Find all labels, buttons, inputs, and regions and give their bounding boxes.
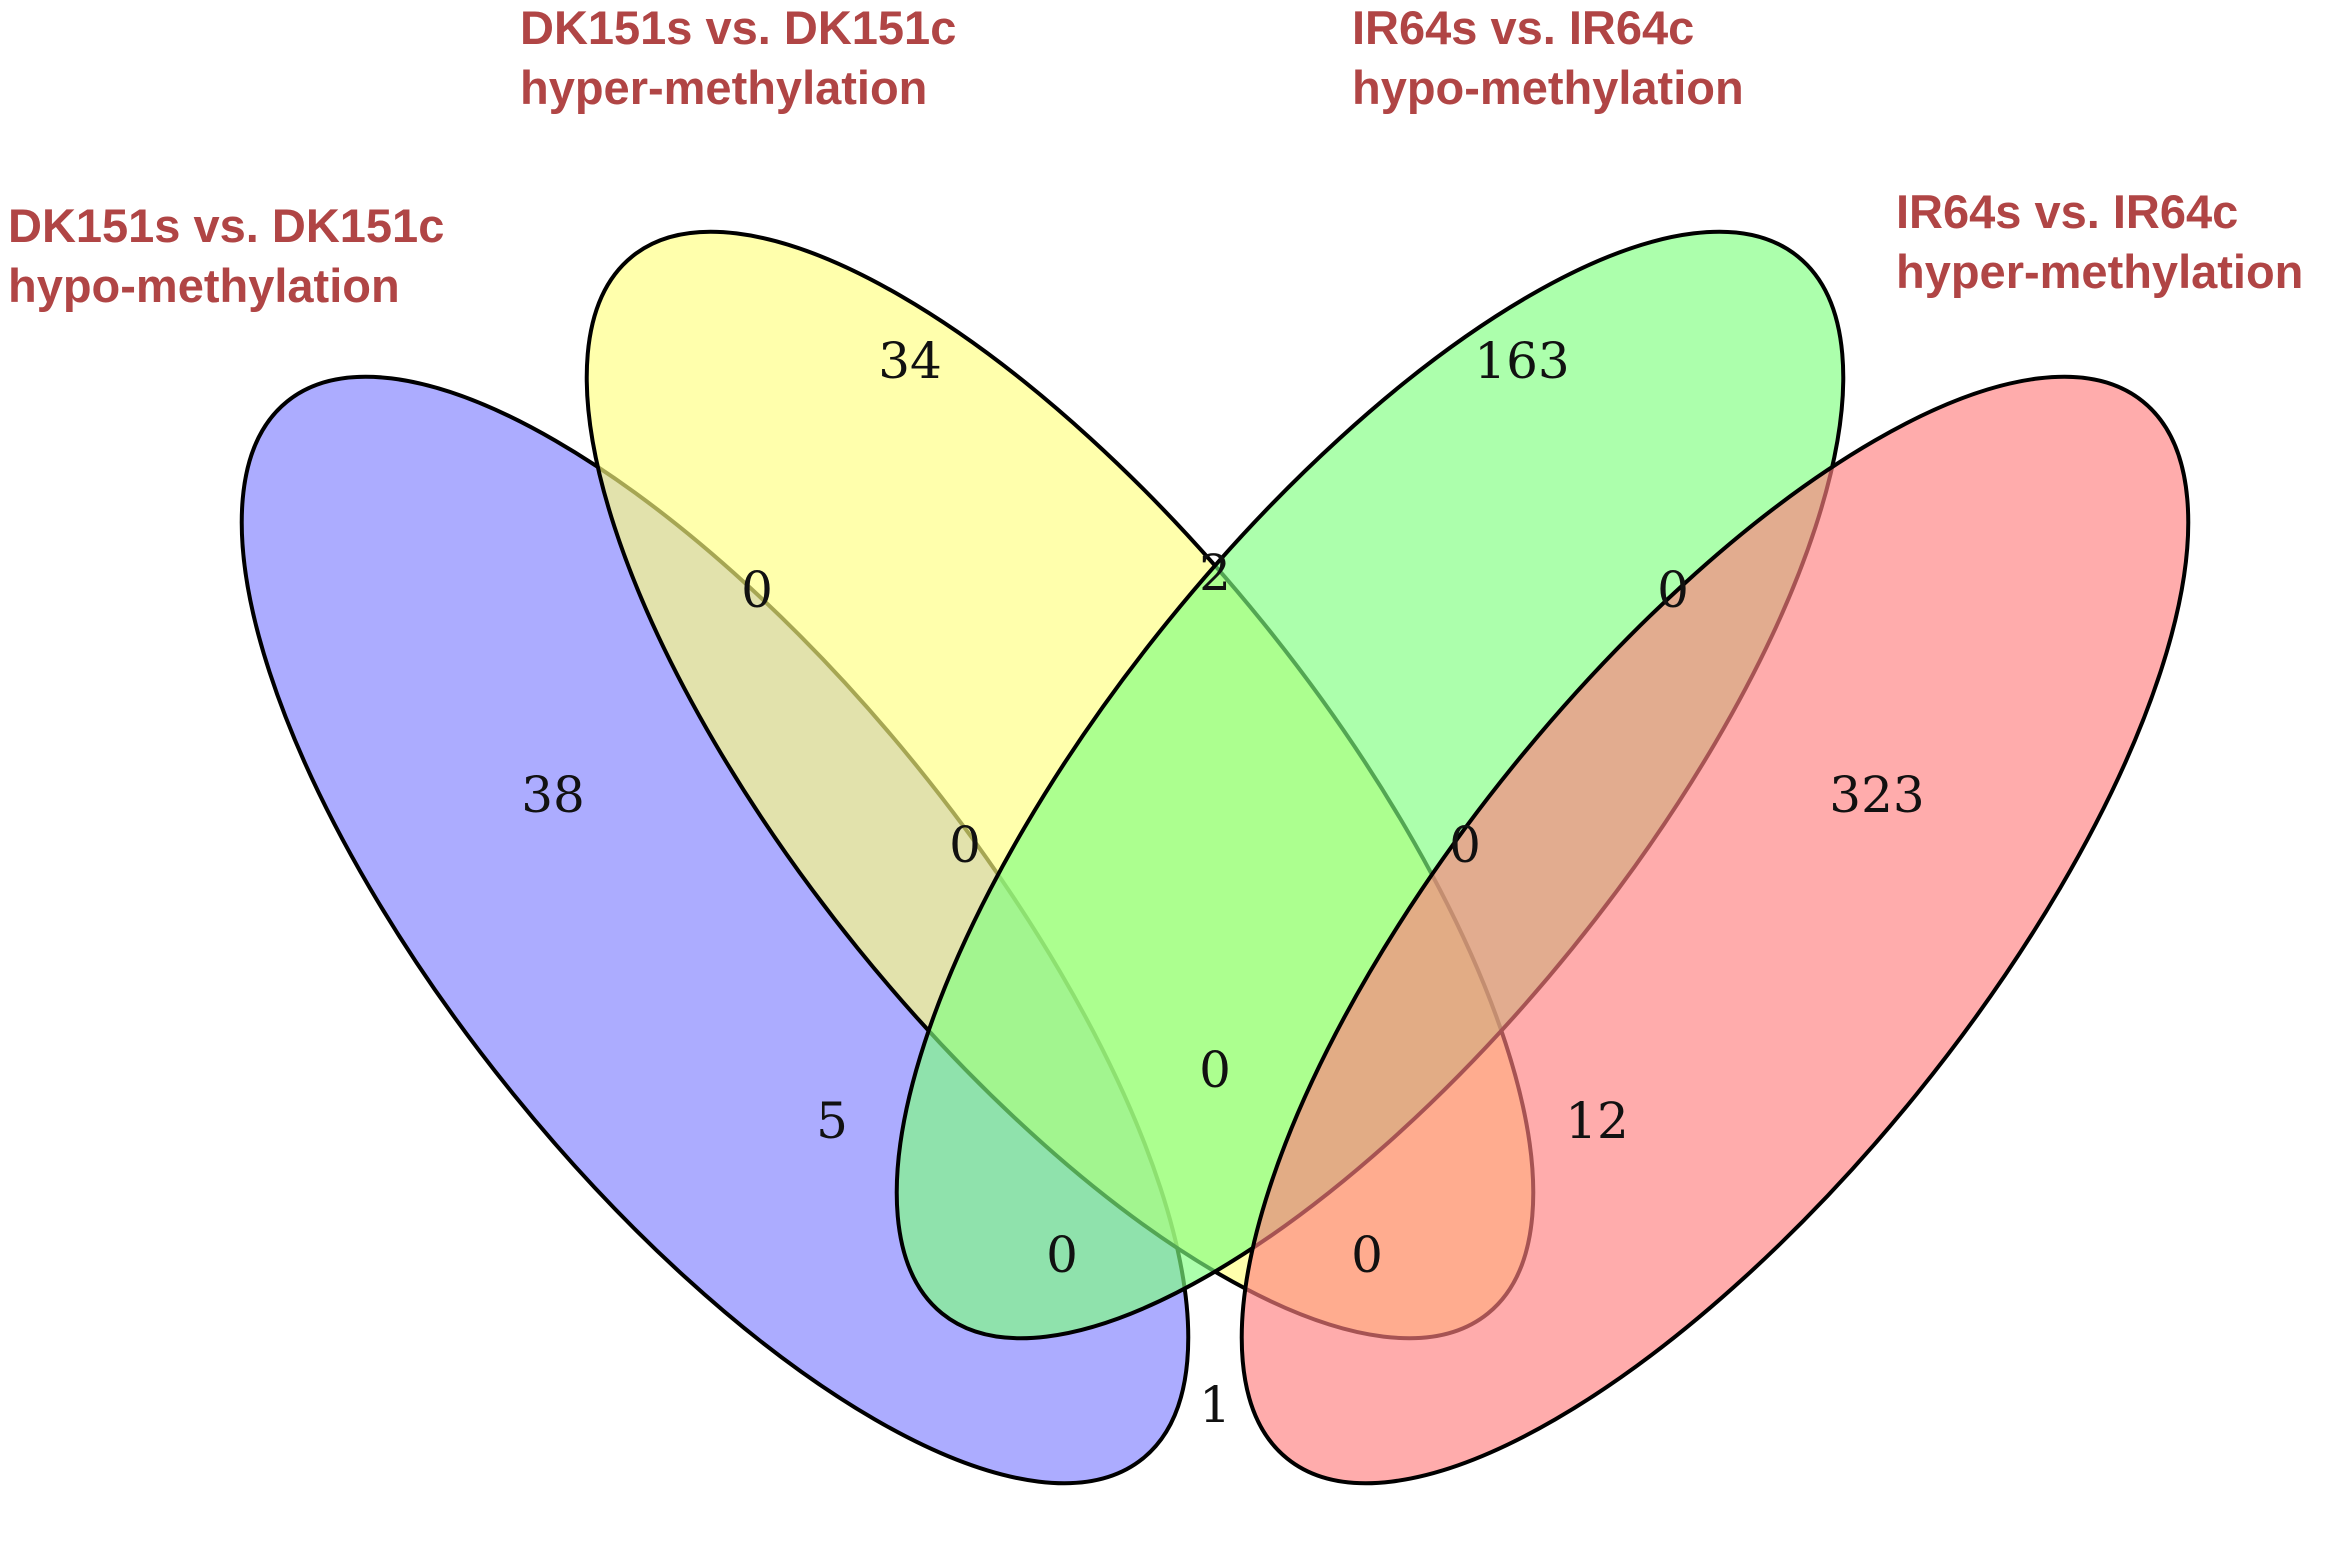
set-label-ir64-hyper: IR64s vs. IR64c hyper-methylation (1896, 182, 2303, 302)
count-ac: 5 (816, 1092, 848, 1150)
count-ad: 1 (1199, 1376, 1231, 1434)
set-label-ir64-hypo: IR64s vs. IR64c hypo-methylation (1352, 0, 1744, 118)
count-acd: 0 (1046, 1226, 1078, 1284)
count-ab: 0 (741, 561, 773, 619)
count-bc: 2 (1199, 544, 1231, 602)
set-label-line1: DK151s vs. DK151c (520, 1, 957, 54)
set-label-line2: hyper-methylation (520, 61, 928, 114)
set-label-line2: hypo-methylation (1352, 61, 1744, 114)
set-label-line1: IR64s vs. IR64c (1352, 1, 1695, 54)
count-abcd: 0 (1199, 1041, 1231, 1099)
set-label-dk151-hyper: DK151s vs. DK151c hyper-methylation (520, 0, 956, 118)
count-dk151-hypo-only: 38 (521, 766, 585, 824)
count-dk151-hyper-only: 34 (878, 332, 942, 390)
count-abd: 0 (1351, 1226, 1383, 1284)
set-label-line2: hyper-methylation (1896, 245, 2304, 298)
ellipse-ir64-hyper (1239, 374, 2191, 1486)
count-ir64-hypo-only: 163 (1474, 332, 1569, 390)
count-ir64-hyper-only: 323 (1829, 766, 1924, 824)
set-label-line1: DK151s vs. DK151c (8, 199, 445, 252)
count-bd: 12 (1565, 1092, 1629, 1150)
count-bcd: 0 (1449, 816, 1481, 874)
set-label-dk151-hypo: DK151s vs. DK151c hypo-methylation (8, 196, 444, 316)
count-abc: 0 (949, 816, 981, 874)
set-label-line1: IR64s vs. IR64c (1896, 185, 2239, 238)
region-counts: 38 34 163 323 0 2 0 0 0 5 0 12 0 0 1 (521, 332, 1925, 1434)
set-ellipses (239, 229, 2191, 1486)
count-cd: 0 (1657, 561, 1689, 619)
set-label-line2: hypo-methylation (8, 259, 400, 312)
